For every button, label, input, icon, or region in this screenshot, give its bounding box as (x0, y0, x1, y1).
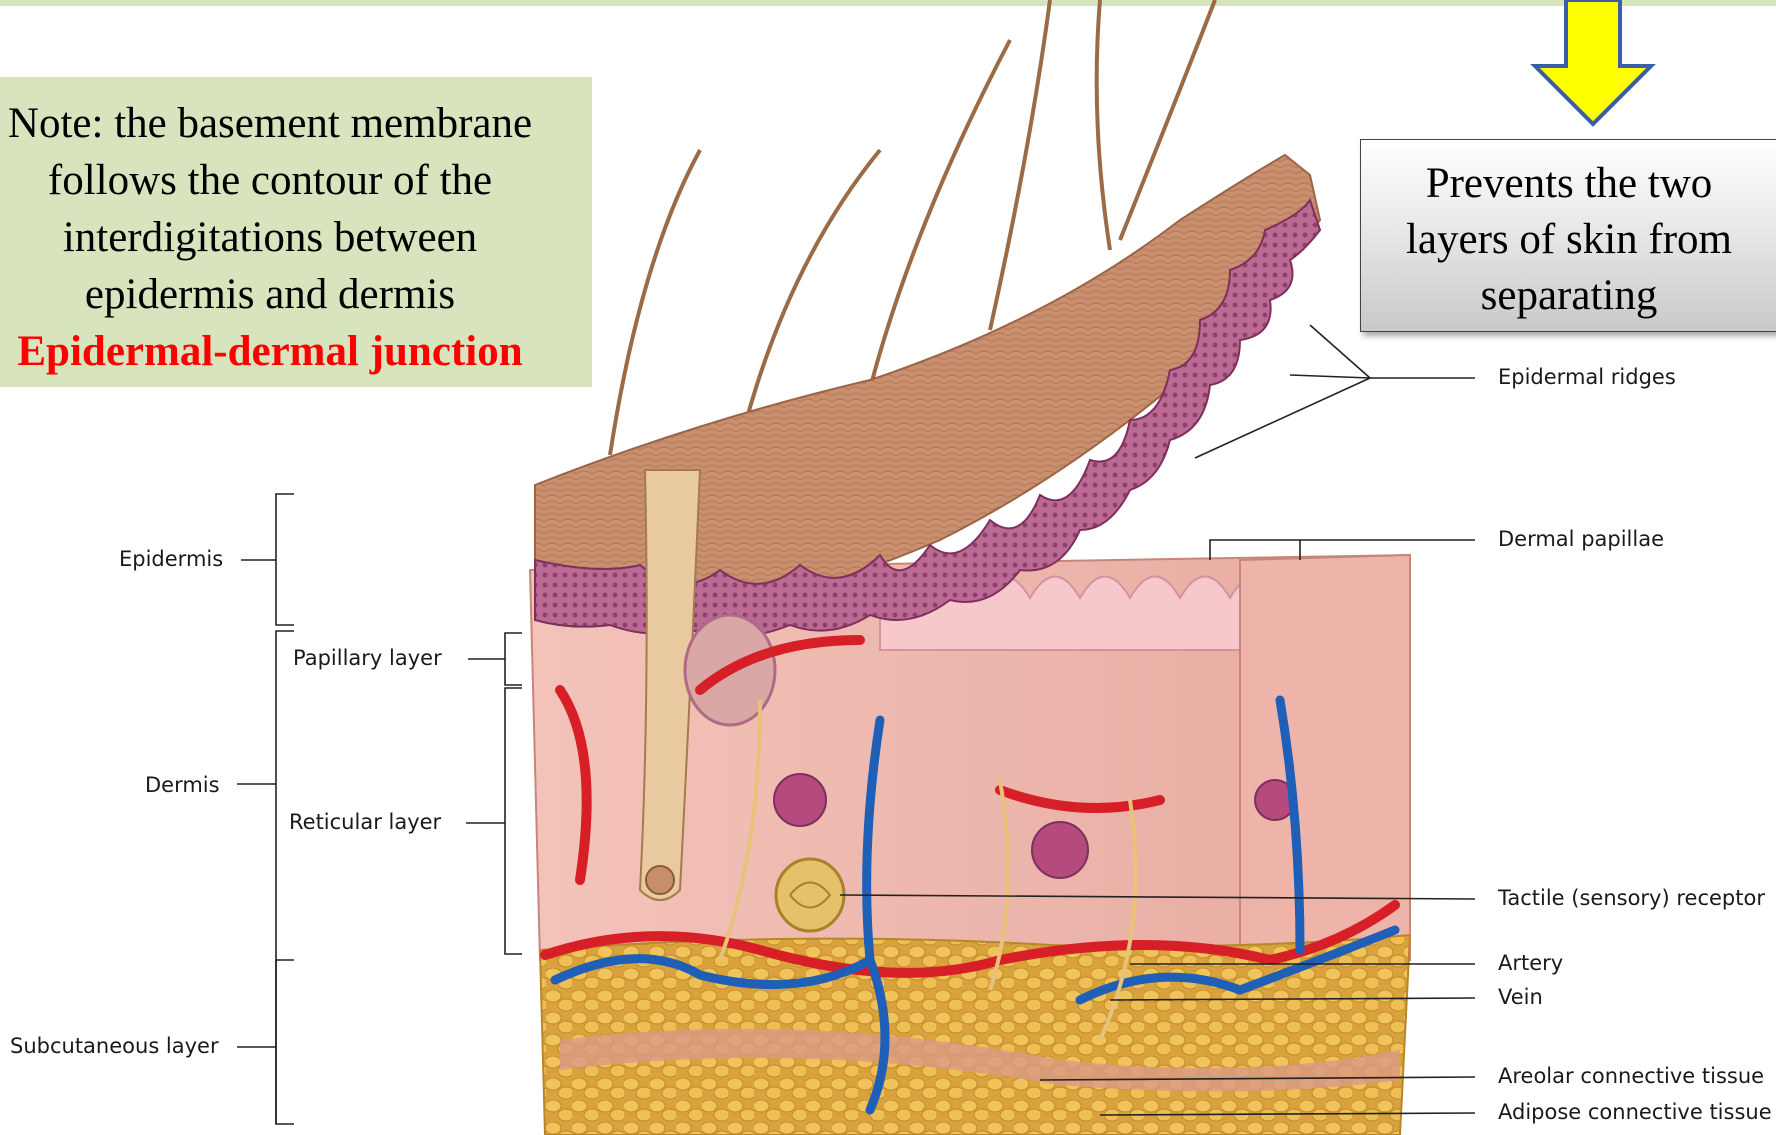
callout-text: Prevents the two layers of skin from sep… (1361, 156, 1776, 324)
label-epidermal-ridges: Epidermal ridges (1498, 365, 1676, 389)
label-subcutaneous-layer: Subcutaneous layer (10, 1034, 219, 1058)
note-box: Note: the basement membrane follows the … (0, 77, 592, 387)
label-areolar-tissue: Areolar connective tissue (1498, 1064, 1764, 1088)
callout-box: Prevents the two layers of skin from sep… (1360, 139, 1776, 332)
note-line: interdigitations between (0, 209, 580, 266)
callout-line: separating (1361, 268, 1776, 324)
label-artery: Artery (1498, 951, 1563, 975)
label-tactile-receptor: Tactile (sensory) receptor (1498, 886, 1765, 910)
label-vein: Vein (1498, 985, 1543, 1009)
note-line: epidermis and dermis (0, 266, 580, 323)
label-epidermis: Epidermis (119, 547, 223, 571)
label-reticular-layer: Reticular layer (289, 810, 441, 834)
label-adipose-tissue: Adipose connective tissue (1498, 1100, 1772, 1124)
note-line: Note: the basement membrane (0, 95, 580, 152)
label-dermal-papillae: Dermal papillae (1498, 527, 1664, 551)
tactile-receptor (776, 859, 844, 931)
note-line: follows the contour of the (0, 152, 580, 209)
note-text: Note: the basement membrane follows the … (0, 95, 580, 380)
callout-line: Prevents the two (1361, 156, 1776, 212)
down-arrow-icon (1535, 0, 1651, 124)
callout-line: layers of skin from (1361, 212, 1776, 268)
sweat-gland (774, 774, 826, 826)
label-dermis: Dermis (145, 773, 220, 797)
label-papillary-layer: Papillary layer (293, 646, 442, 670)
note-highlight: Epidermal-dermal junction (0, 323, 580, 380)
left-brackets (237, 494, 522, 1124)
